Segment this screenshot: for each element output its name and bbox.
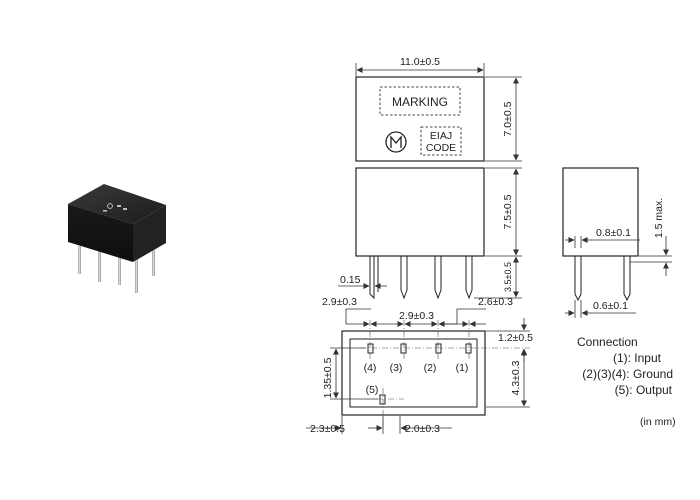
pin-hole-3 xyxy=(400,343,407,354)
connection-title: Connection xyxy=(577,335,638,349)
pin-hole-2 xyxy=(435,343,442,354)
pin-hole-4 xyxy=(367,343,374,354)
connection-line-ground: (2)(3)(4): Ground xyxy=(582,367,673,381)
pin-hole-1 xyxy=(465,343,472,354)
units-note: (in mm) xyxy=(640,416,676,428)
photo-lead xyxy=(118,255,121,285)
photo-marking xyxy=(103,203,127,212)
bottom-view: (4) (3) (2) (1) (5) 2.9±0.3 2.9±0.3 2.6±… xyxy=(306,296,533,435)
photo-top-face xyxy=(68,184,166,224)
pitch-left-dimension: 2.9±0.3 xyxy=(322,296,357,308)
lead-spacing-top-dimension: 0.8±0.1 xyxy=(596,227,631,239)
bottom-view-outer xyxy=(341,330,486,416)
eiaj-label: EIAJ xyxy=(430,130,452,142)
pin-label-3: (3) xyxy=(390,362,403,374)
connection-line-input: (1): Input xyxy=(613,351,662,365)
pin-label-5: (5) xyxy=(366,384,379,396)
front-leads xyxy=(369,256,473,300)
lead-length-dimension: 3.5±0.5 xyxy=(503,262,513,292)
front-view-outline xyxy=(355,167,485,257)
body-height-dimension: 7.5±0.5 xyxy=(502,194,514,229)
photo-front-face xyxy=(68,204,133,262)
front-view: 0.15 7.5±0.5 3.5±0.5 xyxy=(338,167,522,300)
bottom-mid-dimension: 2.0±0.3 xyxy=(405,423,440,435)
row-offset-dimension: 1.2±0.5 xyxy=(498,332,533,344)
photo-lead xyxy=(98,251,101,282)
pin-label-4: (4) xyxy=(364,362,377,374)
bottom-left-dimension: 2.3±0.5 xyxy=(310,423,345,435)
pin-hole-5 xyxy=(379,394,386,405)
pitch-right-dimension: 2.6±0.3 xyxy=(478,296,513,308)
pin-label-1: (1) xyxy=(456,362,469,374)
height-dimension: 7.0±0.5 xyxy=(502,101,514,136)
manufacturer-logo xyxy=(385,131,407,153)
photo-side-face xyxy=(133,205,166,262)
pin-label-2: (2) xyxy=(424,362,437,374)
bottom-view-inner xyxy=(349,338,478,408)
lead-thickness-dimension: 0.15 xyxy=(340,274,361,286)
connection-legend: Connection (1): Input (2)(3)(4): Ground … xyxy=(577,335,673,397)
photo-lead xyxy=(78,246,81,274)
lead-width-dimension: 0.6±0.1 xyxy=(593,300,628,312)
left-height-dimension: 1.35±0.5 xyxy=(322,357,334,398)
pitch-mid-dimension: 2.9±0.3 xyxy=(399,310,434,322)
connection-line-output: (5): Output xyxy=(615,383,673,397)
photo-lead xyxy=(152,250,155,276)
photo-lead xyxy=(135,257,138,293)
side-view-outline xyxy=(562,167,639,257)
code-label: CODE xyxy=(426,142,456,154)
width-dimension: 11.0±0.5 xyxy=(400,56,440,68)
top-view: MARKING EIAJ CODE 11.0±0.5 7.0±0.5 xyxy=(355,56,522,162)
component-photo xyxy=(68,184,166,293)
eiaj-code-area xyxy=(420,126,462,156)
side-lead-right xyxy=(623,256,631,302)
standoff-dimension: 1.5 max. xyxy=(653,198,665,238)
top-view-outline xyxy=(355,76,485,162)
right-height-dimension: 4.3±0.3 xyxy=(510,360,522,395)
marking-label: MARKING xyxy=(392,95,448,109)
side-view: 0.8±0.1 1.5 max. 0.6±0.1 xyxy=(562,167,672,318)
side-lead-left xyxy=(574,256,582,302)
